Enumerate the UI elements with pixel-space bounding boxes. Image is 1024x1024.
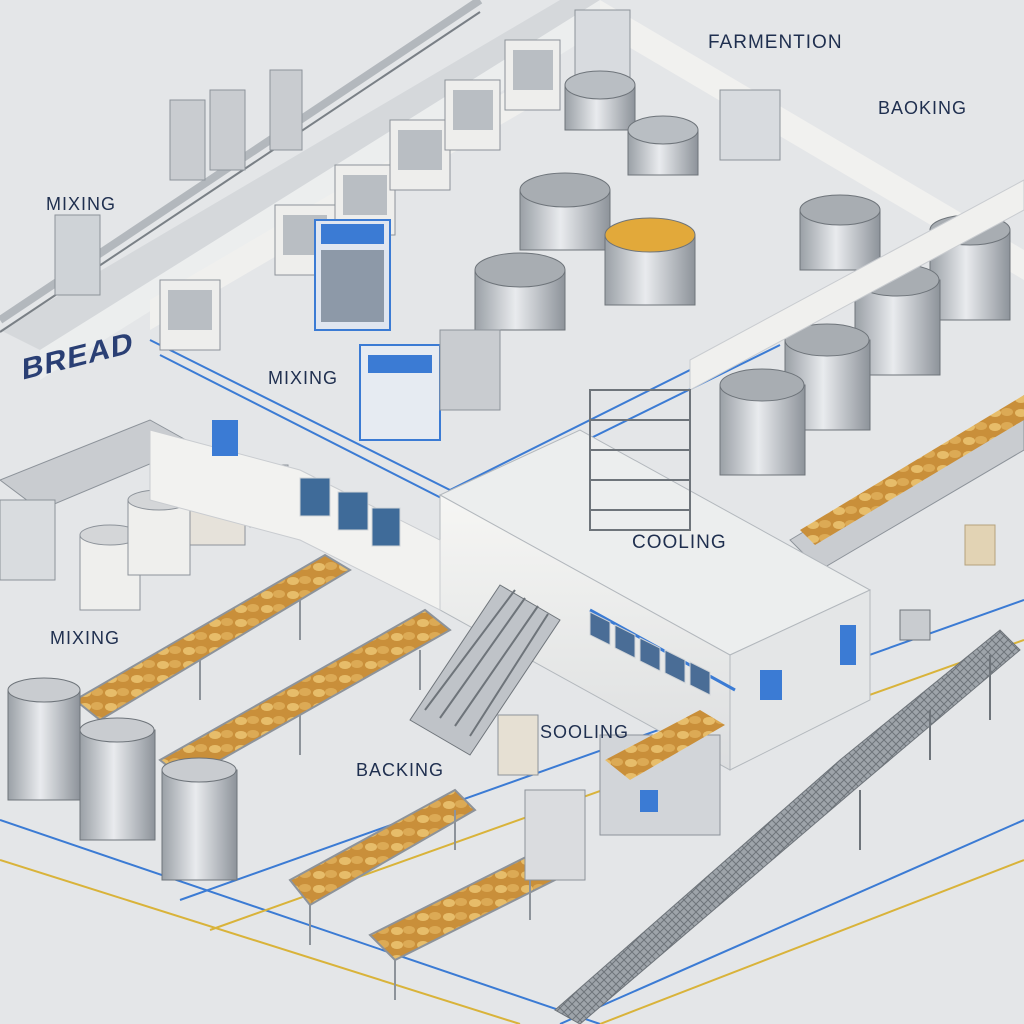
staircase <box>409 584 561 756</box>
label-fermentation: FARMENTION <box>708 32 843 53</box>
building-windows <box>589 611 711 696</box>
label-baking-bottom: BACKING <box>356 760 445 780</box>
label-cooling-center: COOLING <box>632 532 727 553</box>
right-baking-conveyor <box>789 395 1024 571</box>
center-mixing-machine <box>359 329 501 441</box>
label-baking-top: BAOKING <box>878 98 968 118</box>
label-mixing-middle: MIXING <box>268 368 339 388</box>
label-cooling-bottom: SOOLING <box>540 722 630 742</box>
label-mixing-top: MIXING <box>46 194 117 214</box>
cooling-rack <box>589 389 691 531</box>
outgoing-mesh-conveyor <box>554 609 1021 1024</box>
office-wall <box>149 420 441 611</box>
silos-lower-left <box>7 677 238 881</box>
back-wall-machines <box>54 9 781 351</box>
mixing-tanks-upper <box>474 70 1011 476</box>
right-divider-wall <box>689 179 1024 391</box>
label-mixing-left: MIXING <box>50 628 121 648</box>
bottom-cooling-machine <box>497 710 725 881</box>
